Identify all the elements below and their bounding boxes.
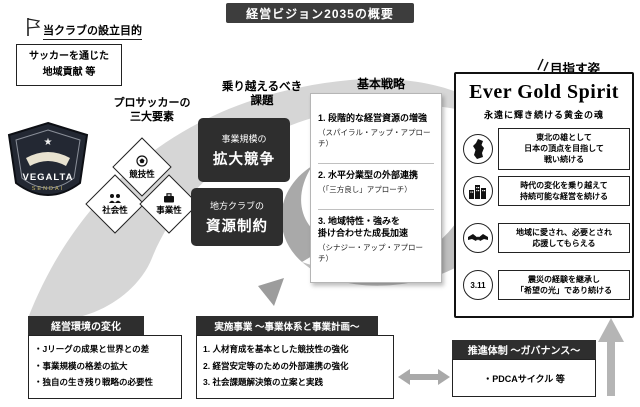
- crest-subname: SENDAI: [32, 186, 64, 192]
- strategy-item-2: 2. 水平分業型の外部連携 （「三方良し」アプローチ）: [318, 162, 434, 200]
- tohoku-map-icon: [463, 133, 493, 164]
- flag-icon: [27, 18, 41, 36]
- eagle-wing-icon: [26, 152, 70, 166]
- strategy-item-sub: （シナジー・アップ・アプローチ）: [318, 242, 423, 263]
- challenge-main-text: 資源制約: [206, 218, 268, 235]
- strategy-item-sub: （スパイラル・アップ・アプローチ）: [318, 127, 431, 148]
- element-competitiveness: 競技性: [112, 137, 172, 197]
- strategy-item-title: 2. 水平分業型の外部連携: [318, 169, 419, 180]
- up-arrow-icon: [598, 318, 624, 396]
- vision-title: Ever Gold Spirit: [469, 81, 619, 103]
- strategy-item-1: 1. 段階的な経営資源の増強 （スパイラル・アップ・アプローチ）: [318, 107, 434, 154]
- page-title: 経営ビジョン2035の概要: [226, 3, 414, 23]
- element-business: 事業性: [139, 174, 199, 234]
- environment-box: ・Jリーグの成果と世界との差 ・事業規模の格差の拡大 ・独自の生き残り戦略の必要…: [28, 335, 182, 399]
- element-label: 競技性: [129, 168, 155, 179]
- strategy-item-sub: （「三方良し」アプローチ）: [318, 184, 412, 194]
- people-icon: [109, 193, 121, 203]
- goal-row-community: 地域に愛され、必要とされ 応援してもらえる: [463, 223, 630, 254]
- date-311-icon: 3.11: [463, 270, 493, 301]
- strategy-box: 1. 段階的な経営資源の増強 （スパイラル・アップ・アプローチ） 2. 水平分業…: [310, 93, 442, 283]
- challenge-resource-constraints: 地方クラブの 資源制約: [191, 188, 283, 246]
- goal-row-sustainability: 時代の変化を乗り越えて 持続可能な経営を続ける: [463, 176, 630, 207]
- challenges-label: 乗り越えるべき 課題: [221, 81, 303, 108]
- element-label: 社会性: [102, 204, 128, 215]
- challenge-expansion-competition: 事業規模の 拡大競争: [198, 118, 290, 182]
- goal-text: 東北の雄として 日本の頂点を目指して 戦い続ける: [498, 128, 630, 170]
- soccer-ball-icon: [136, 154, 148, 167]
- vision-subtitle: 永遠に輝き続ける黄金の魂: [483, 110, 604, 120]
- goal-text: 震災の経験を継承し 「希望の光」であり続ける: [498, 270, 630, 301]
- emphasis-marks-icon: [537, 58, 549, 72]
- goal-row-tohoku: 東北の雄として 日本の頂点を目指して 戦い続ける: [463, 128, 630, 170]
- three-elements-label: プロサッカーの 三大要素: [113, 97, 191, 124]
- city-icon: [463, 176, 493, 207]
- vision-box: Ever Gold Spirit 永遠に輝き続ける黄金の魂 東北の雄として 日本…: [454, 72, 634, 318]
- environment-item: ・Jリーグの成果と世界との差: [34, 344, 150, 354]
- governance-box: ・PDCAサイクル 等: [452, 359, 596, 397]
- strategy-item-title: 3. 地域特性・強みを 掛け合わせた成長加速: [318, 215, 409, 239]
- projects-header: 実施事業 〜事業体系と事業計画〜: [196, 316, 378, 335]
- founding-purpose-label: 当クラブの設立目的: [43, 22, 142, 40]
- governance-header: 推進体制 〜ガバナンス〜: [452, 340, 596, 359]
- goal-row-disaster-legacy: 3.11 震災の経験を継承し 「希望の光」であり続ける: [463, 270, 630, 301]
- element-social: 社会性: [85, 174, 145, 234]
- challenge-top-text: 事業規模の: [221, 133, 267, 144]
- goal-text: 時代の変化を乗り越えて 持続可能な経営を続ける: [498, 176, 630, 207]
- crest-star-icon: ★: [44, 137, 53, 148]
- challenge-main-text: 拡大競争: [213, 151, 275, 168]
- projects-item: 3. 社会課題解決策の立案と実践: [203, 377, 323, 388]
- strategy-item-title: 1. 段階的な経営資源の増強: [318, 113, 428, 124]
- strategy-item-3: 3. 地域特性・強みを 掛け合わせた成長加速 （シナジー・アップ・アプローチ）: [318, 208, 434, 269]
- element-label: 事業性: [156, 204, 182, 215]
- club-crest: ★ VEGALTA SENDAI: [7, 121, 89, 196]
- challenge-top-text: 地方クラブの: [209, 200, 264, 211]
- projects-item: 2. 経営安定等のための外部連携の強化: [203, 360, 349, 371]
- environment-item: ・独自の生き残り戦略の必要性: [34, 377, 154, 388]
- briefcase-icon: [164, 192, 174, 202]
- date-311-label: 3.11: [470, 280, 486, 290]
- goal-text: 地域に愛され、必要とされ 応援してもらえる: [498, 223, 630, 254]
- founding-purpose-box: サッカーを通じた 地域貢献 等: [16, 44, 122, 86]
- handshake-icon: [463, 223, 493, 254]
- crest-name: VEGALTA: [23, 172, 74, 183]
- environment-header: 経営環境の変化: [28, 316, 144, 335]
- projects-item: 1. 人材育成を基本とした競技性の強化: [203, 344, 349, 354]
- environment-item: ・事業規模の格差の拡大: [34, 360, 128, 371]
- projects-box: 1. 人材育成を基本とした競技性の強化 2. 経営安定等のための外部連携の強化 …: [196, 335, 394, 399]
- strategy-label: 基本戦略: [356, 77, 405, 91]
- double-arrow-icon: [398, 369, 450, 385]
